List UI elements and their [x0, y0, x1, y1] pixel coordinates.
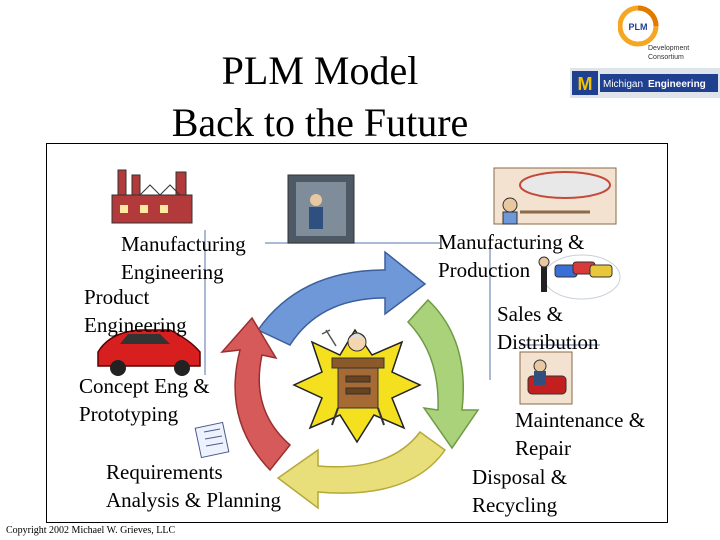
label-line: Production — [438, 258, 531, 282]
arrow-green — [406, 298, 480, 450]
label-line: Distribution — [497, 330, 599, 354]
label-sales-distribution: Sales & Distribution — [497, 300, 599, 356]
diagram-frame — [46, 143, 668, 523]
factory-clipart — [111, 169, 193, 224]
label-manufacturing-engineering: Manufacturing Engineering — [121, 230, 246, 286]
arrow-yellow — [276, 430, 447, 510]
arrow-red — [220, 316, 292, 472]
michigan-engineering-logo: M Michigan Engineering — [570, 68, 720, 98]
sports-car-clipart — [97, 329, 201, 376]
label-line: Manufacturing — [121, 232, 246, 256]
michigan-logo-text2: Engineering — [648, 79, 706, 90]
label-line: Repair — [515, 436, 571, 460]
label-maintenance-repair: Maintenance & Repair — [515, 406, 645, 462]
cars-dealership-clipart — [538, 254, 621, 300]
plm-logo-text: PLM — [629, 22, 648, 32]
plm-logo-sub2: Consortium — [648, 54, 684, 61]
copyright-text: Copyright 2002 Michael W. Grieves, LLC — [6, 525, 176, 536]
label-line: Concept Eng & — [79, 374, 210, 398]
label-line: Engineering — [84, 313, 187, 337]
small-figure-clipart — [321, 329, 337, 347]
title-line-1: PLM Model — [221, 48, 419, 93]
label-line: Sales & — [497, 302, 563, 326]
label-manufacturing-production: Manufacturing & Production — [438, 228, 584, 284]
michigan-logo-text1: Michigan — [603, 79, 643, 90]
arrow-blue — [256, 250, 427, 346]
label-line: Disposal & — [472, 465, 568, 489]
label-line: Maintenance & — [515, 408, 646, 432]
label-line: Requirements — [106, 460, 223, 484]
label-line: Engineering — [121, 260, 224, 284]
michigan-block-m-icon: M — [578, 74, 593, 94]
label-product-engineering: Product Engineering — [84, 283, 187, 339]
label-line: Recycling — [472, 493, 558, 517]
label-line: Analysis & Planning — [106, 488, 282, 512]
label-concept-prototyping: Concept Eng & Prototyping — [79, 372, 210, 428]
mechanic-repair-clipart — [519, 351, 573, 405]
thinker-at-desk-clipart — [331, 332, 385, 426]
car-assembly-clipart — [493, 167, 617, 225]
label-disposal-recycling: Disposal & Recycling — [472, 463, 567, 519]
label-line: Prototyping — [79, 402, 179, 426]
requirements-scroll-clipart — [194, 421, 230, 459]
label-line: Manufacturing & — [438, 230, 585, 254]
plm-logo-mark: PLM Development Consortium — [617, 5, 689, 61]
title-line-2: Back to the Future — [171, 100, 469, 145]
plm-logo: PLM Development Consortium — [617, 2, 718, 62]
plm-logo-sub1: Development — [648, 45, 689, 52]
label-requirements-planning: Requirements Analysis & Planning — [106, 458, 281, 514]
factory-worker-photo — [287, 174, 355, 244]
michigan-logo-mark: M Michigan Engineering — [570, 68, 720, 98]
label-line: Product — [84, 285, 150, 309]
